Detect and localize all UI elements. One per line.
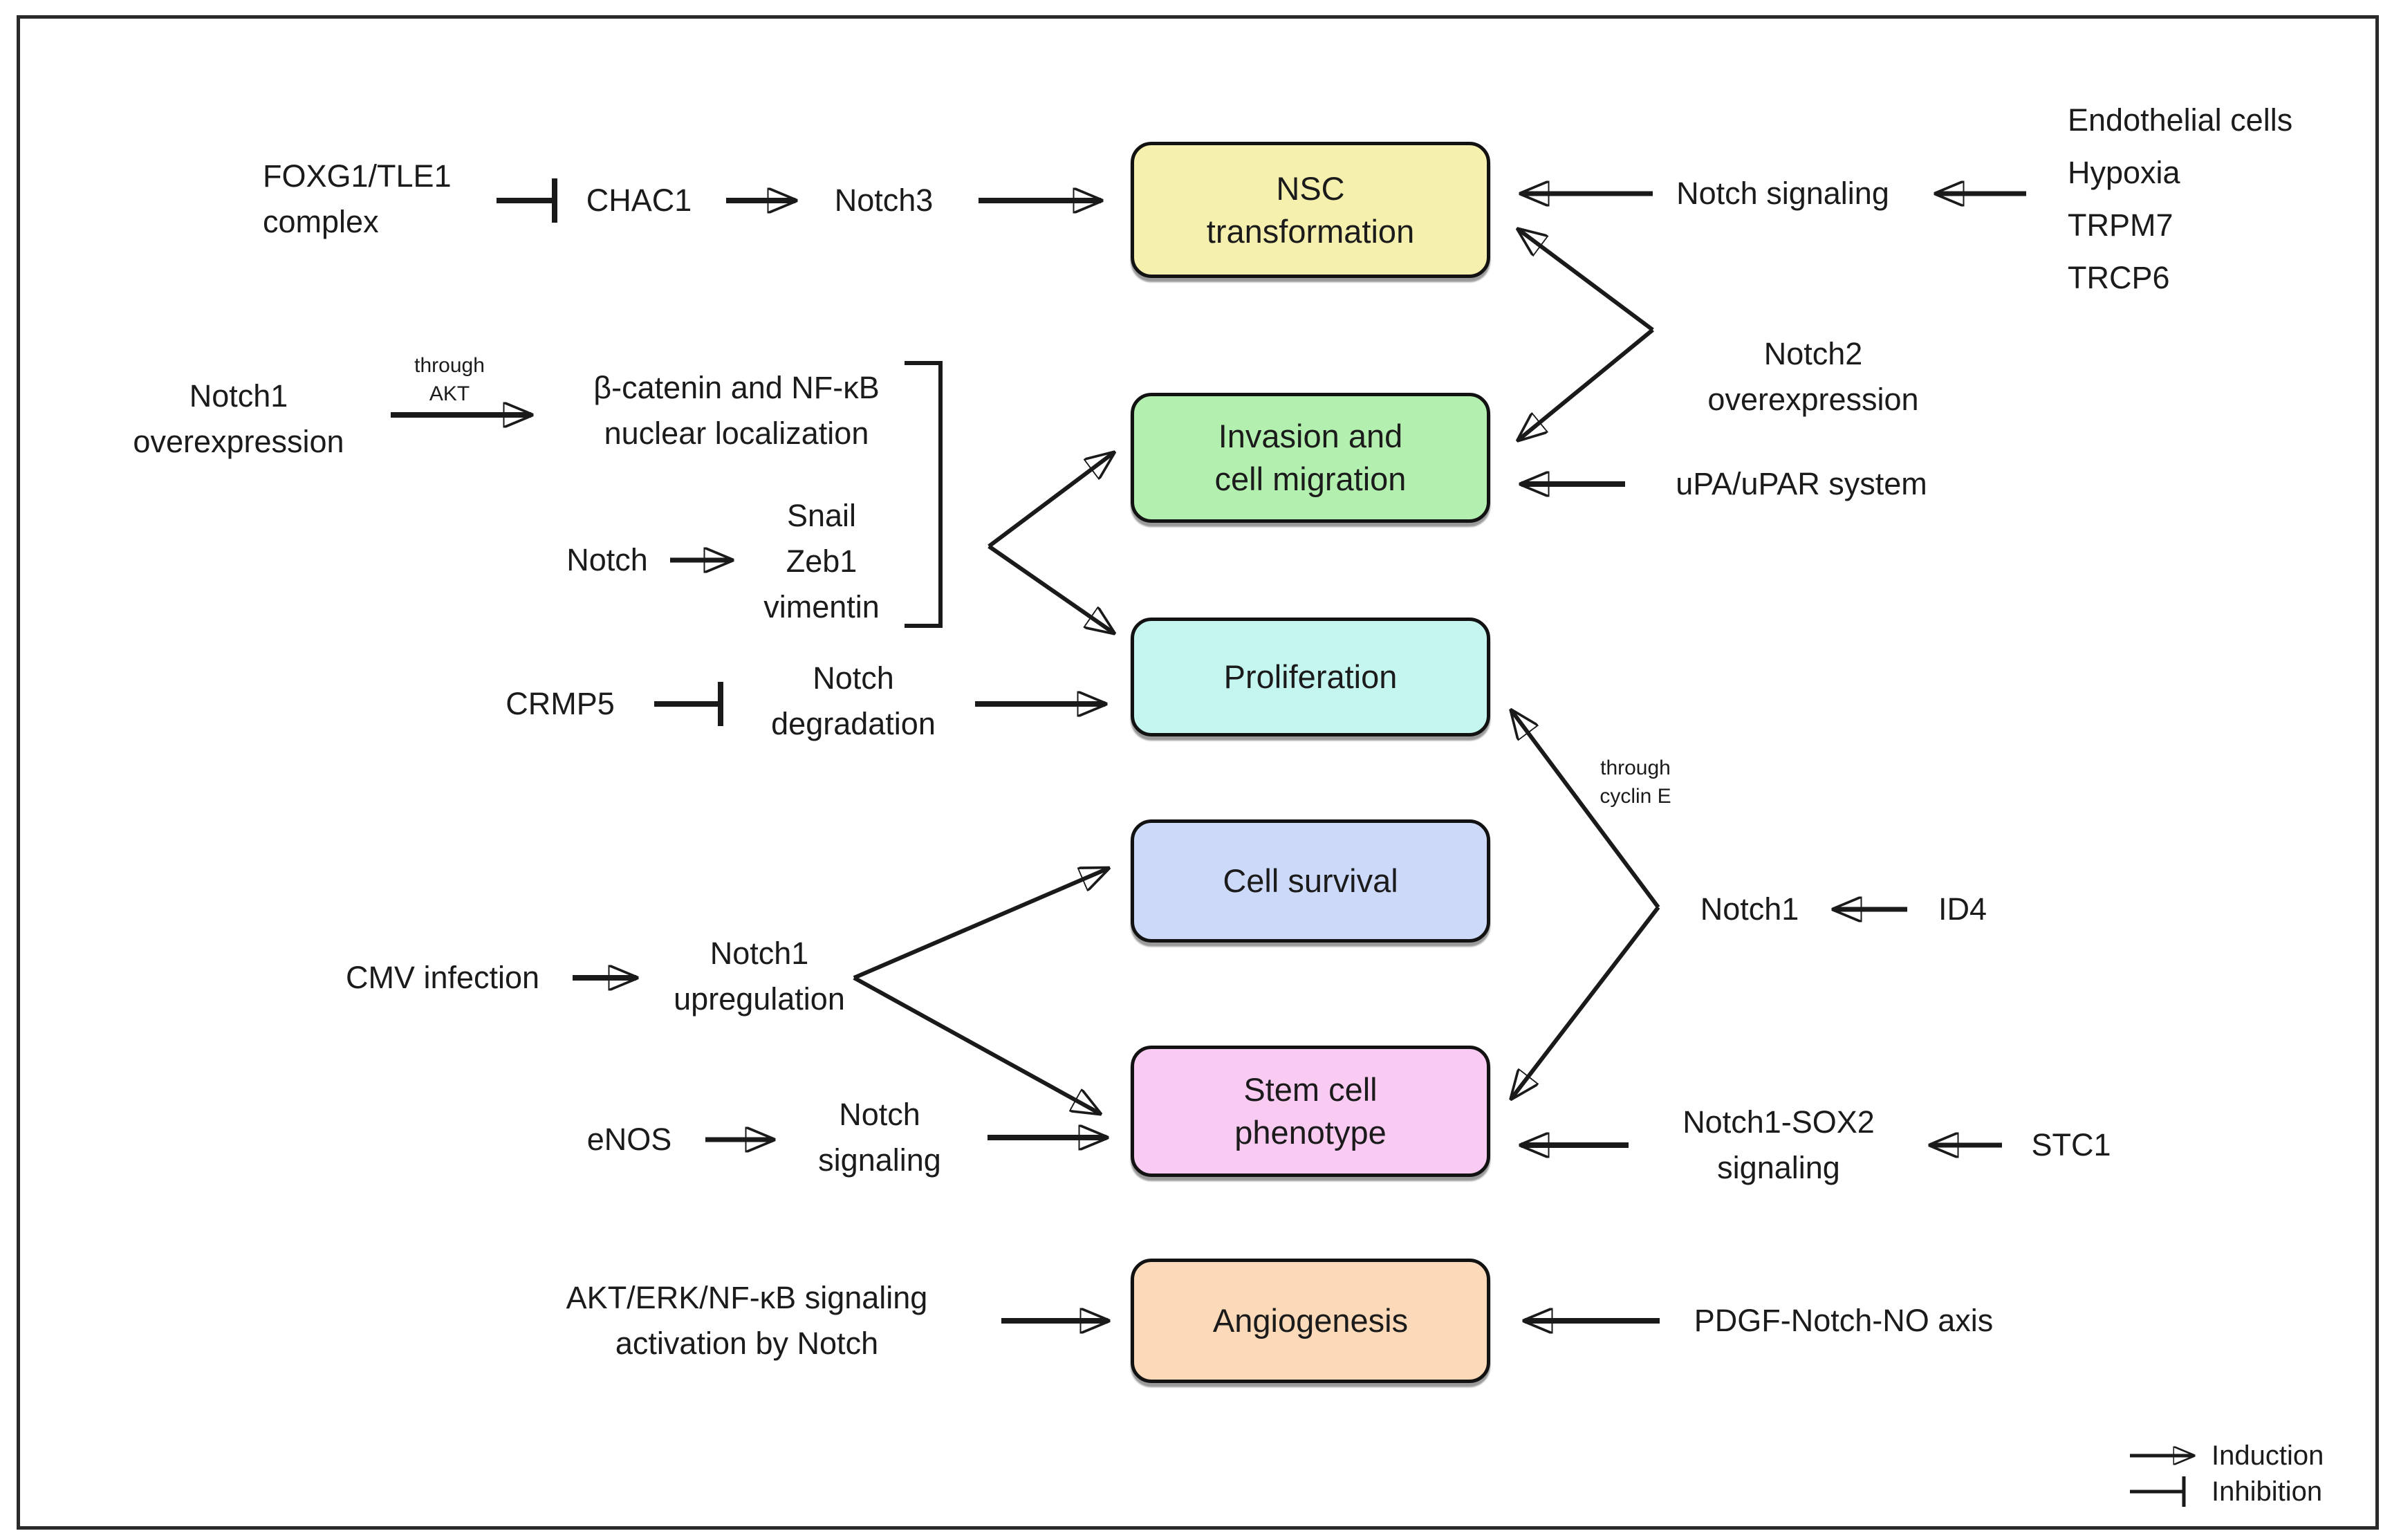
label-notch-degradation: Notch degradation: [771, 660, 936, 741]
legend-inhibition-label: Inhibition: [2212, 1476, 2323, 1507]
label-notch1-upregulation: Notch1 upregulation: [674, 936, 845, 1017]
box-proliferation-label: Proliferation: [1223, 658, 1398, 695]
label-through-cyclin-e: through cyclin E: [1600, 757, 1671, 808]
box-stem-cell-phenotype: Stem cell phenotype: [1131, 1046, 1490, 1177]
label-notch-signaling-bottom: Notch signaling: [818, 1097, 941, 1178]
box-proliferation: Proliferation: [1131, 618, 1490, 736]
label-notch-emt: Notch: [566, 542, 648, 577]
label-notch1-sox2-signaling: Notch1-SOX2 signaling: [1682, 1104, 1875, 1185]
label-notch1: Notch1: [1700, 891, 1799, 927]
label-notch2-overexpression: Notch2 overexpression: [1707, 336, 1919, 417]
label-stimuli-list: Endothelial cells Hypoxia TRPM7 TRCP6: [2068, 102, 2293, 295]
label-emt-targets: Snail Zeb1 vimentin: [763, 498, 880, 624]
figure-border-frame: [17, 15, 2379, 1530]
label-notch1-overexpression: Notch1 overexpression: [133, 378, 344, 459]
label-through-akt: through AKT: [414, 354, 485, 405]
label-stc1: STC1: [2031, 1127, 2111, 1162]
box-cell-survival: Cell survival: [1131, 819, 1490, 943]
label-notch3: Notch3: [834, 183, 934, 218]
label-upa-upar-system: uPA/uPAR system: [1676, 466, 1927, 501]
box-angiogenesis: Angiogenesis: [1131, 1259, 1490, 1383]
box-cell-survival-label: Cell survival: [1223, 862, 1398, 899]
label-foxg1-tle1-complex: FOXG1/TLE1 complex: [263, 158, 452, 239]
label-akt-erk-nfkb: AKT/ERK/NF-κB signaling activation by No…: [566, 1280, 928, 1361]
box-nsc-transformation-label: NSC transformation: [1206, 169, 1415, 250]
legend-induction-label: Induction: [2212, 1440, 2324, 1471]
label-cmv-infection: CMV infection: [345, 960, 540, 995]
label-enos: eNOS: [586, 1122, 672, 1157]
label-bcatenin-nfkb: β-catenin and NF-κB nuclear localization: [593, 370, 880, 451]
box-invasion-migration-label: Invasion and cell migration: [1214, 418, 1407, 497]
box-nsc-transformation: NSC transformation: [1131, 142, 1490, 278]
label-pdgf-notch-no-axis: PDGF-Notch-NO axis: [1694, 1303, 1994, 1338]
label-id4: ID4: [1938, 891, 1987, 927]
label-notch-signaling-top: Notch signaling: [1676, 176, 1889, 211]
box-angiogenesis-label: Angiogenesis: [1212, 1302, 1409, 1339]
box-invasion-migration: Invasion and cell migration: [1131, 393, 1490, 523]
label-crmp5: CRMP5: [506, 686, 615, 721]
box-stem-cell-phenotype-label: Stem cell phenotype: [1234, 1071, 1387, 1151]
label-chac1: CHAC1: [586, 183, 692, 218]
